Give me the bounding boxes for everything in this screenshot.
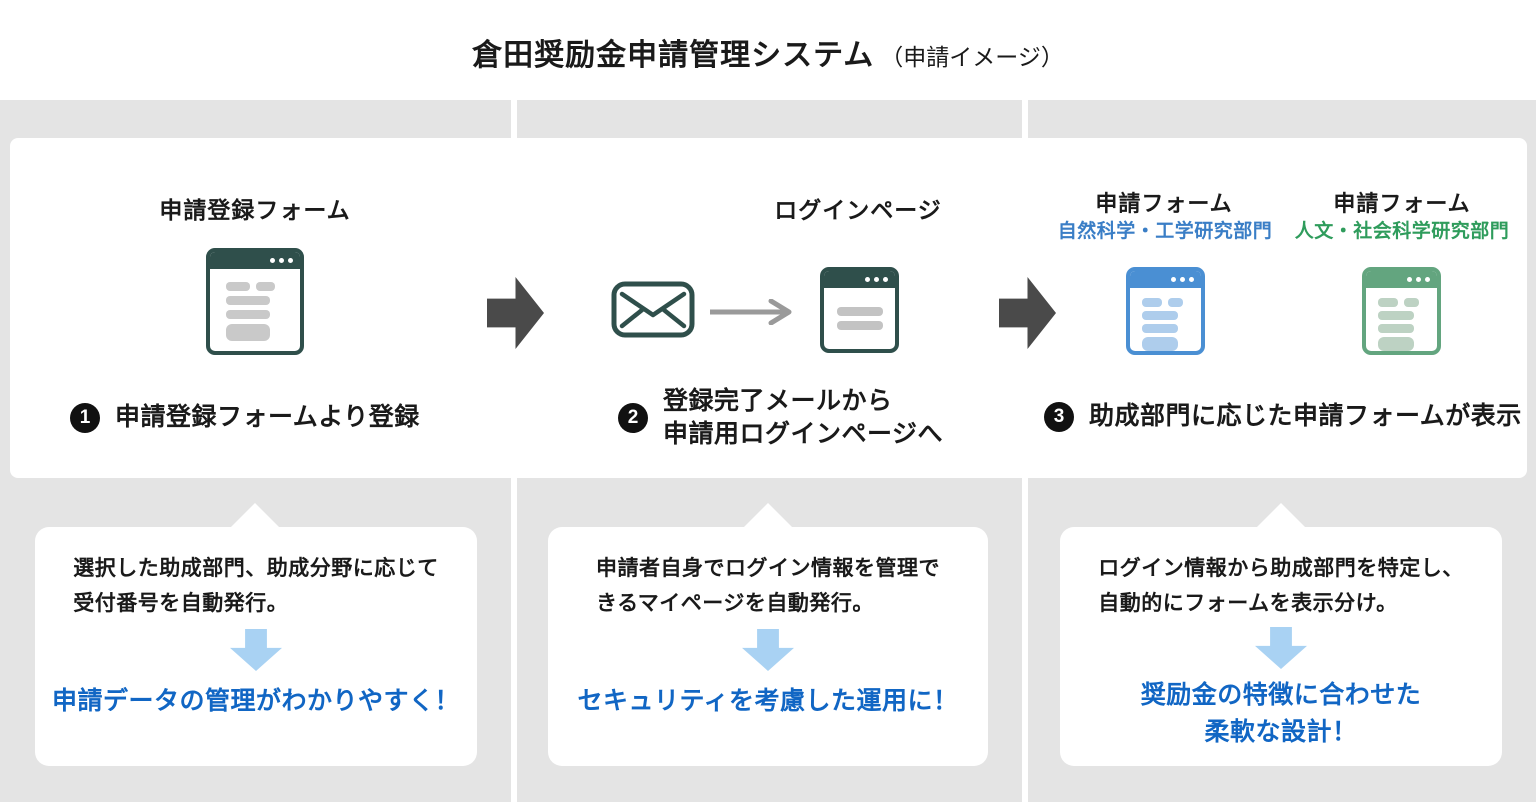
login-field-bar [836,307,883,316]
callout-forms: ログイン情報から助成部門を特定し、 自動的にフォームを表示分け。 奨励金の特徴に… [1060,527,1502,766]
result-down-arrow-icon [230,629,282,671]
form-field-bar [1378,311,1414,320]
step-3-number-badge: 3 [1044,401,1074,432]
window-dot-icon [1407,277,1412,282]
window-dot-icon [883,277,888,282]
form-field-bar [226,310,271,319]
humanities-division-label: 人文・社会科学研究部門 [1294,221,1510,242]
step-1: 1 申請登録フォームより登録 [70,401,420,434]
step-2-number-badge: 2 [618,403,648,433]
form-fields [1130,288,1201,351]
step-1-number-badge: 1 [70,402,100,433]
callout-pointer [230,503,280,528]
login-page-heading: ログインページ [774,197,942,223]
form-field-bar [1378,337,1414,351]
science-form-heading: 申請フォーム [1095,191,1233,216]
form-field-bar [1142,337,1178,351]
form-field-bar [226,282,251,291]
form-field-bar [1403,298,1419,307]
window-dot-icon [1180,277,1185,282]
science-division-label: 自然科学・工学研究部門 [1057,221,1273,242]
callout-description: ログイン情報から助成部門を特定し、 自動的にフォームを表示分け。 [1098,557,1464,615]
login-field-bar [836,321,883,330]
callout-conclusion: 奨励金の特徴に合わせた 柔軟な設計！ [1140,681,1422,746]
callout-pointer [1256,503,1306,528]
form-field-bar [1142,311,1178,320]
registration-form-heading: 申請登録フォーム [159,197,351,223]
result-down-arrow-icon [742,629,794,671]
window-dot-icon [865,277,870,282]
form-field-row [1378,298,1425,307]
callout-description: 選択した助成部門、助成分野に応じて 受付番号を自動発行。 [73,557,439,615]
result-down-arrow-icon [1255,627,1307,669]
email-envelope-icon [611,281,695,338]
form-field-bar [256,282,275,291]
step-2: 2 登録完了メールから 申請用ログインページへ [618,385,943,451]
form-field-bar [1142,298,1162,307]
humanities-form-icon [1362,267,1441,355]
login-page-icon [820,267,899,353]
step-1-caption: 申請登録フォームより登録 [115,403,420,431]
mail-to-login-arrow-icon [710,299,792,325]
science-form-icon [1126,267,1205,355]
form-field-bar [1378,324,1414,333]
form-field-bar [1167,298,1183,307]
page-title-main: 倉田奨励金申請管理システム [472,39,875,72]
callout-conclusion: セキュリティを考慮した運用に！ [577,687,959,715]
humanities-form-heading: 申請フォーム [1333,191,1471,216]
browser-topbar [210,252,300,269]
browser-topbar [824,271,895,288]
window-dot-icon [1171,277,1176,282]
window-dot-icon [1425,277,1430,282]
page-title: 倉田奨励金申請管理システム（申請イメージ） [0,30,1536,74]
form-field-bar [1378,298,1398,307]
form-field-bar [226,324,271,341]
form-field-bar [1142,324,1178,333]
window-dot-icon [1416,277,1421,282]
callout-registration: 選択した助成部門、助成分野に応じて 受付番号を自動発行。 申請データの管理がわか… [35,527,477,766]
registration-form-icon [206,248,304,355]
login-fields [824,288,895,349]
window-dot-icon [874,277,879,282]
window-dot-icon [288,258,293,263]
callout-pointer [743,503,793,528]
step-3-caption: 助成部門に応じた申請フォームが表示 [1089,402,1522,430]
form-field-row [226,282,284,291]
form-field-row [1142,298,1189,307]
callout-conclusion: 申請データの管理がわかりやすく！ [51,687,460,715]
window-dot-icon [270,258,275,263]
callout-login: 申請者自身でログイン情報を管理で きるマイページを自動発行。 セキュリティを考慮… [548,527,988,766]
form-fields [210,269,300,341]
page-title-sub: （申請イメージ） [880,44,1064,70]
browser-topbar [1130,271,1201,288]
browser-topbar [1366,271,1437,288]
window-dot-icon [279,258,284,263]
form-field-bar [226,296,271,305]
window-dot-icon [1189,277,1194,282]
callout-description: 申請者自身でログイン情報を管理で きるマイページを自動発行。 [596,557,940,615]
step-2-caption: 登録完了メールから 申請用ログインページへ [663,387,944,448]
step-3: 3 助成部門に応じた申請フォームが表示 [1044,400,1522,433]
form-fields [1366,288,1437,351]
